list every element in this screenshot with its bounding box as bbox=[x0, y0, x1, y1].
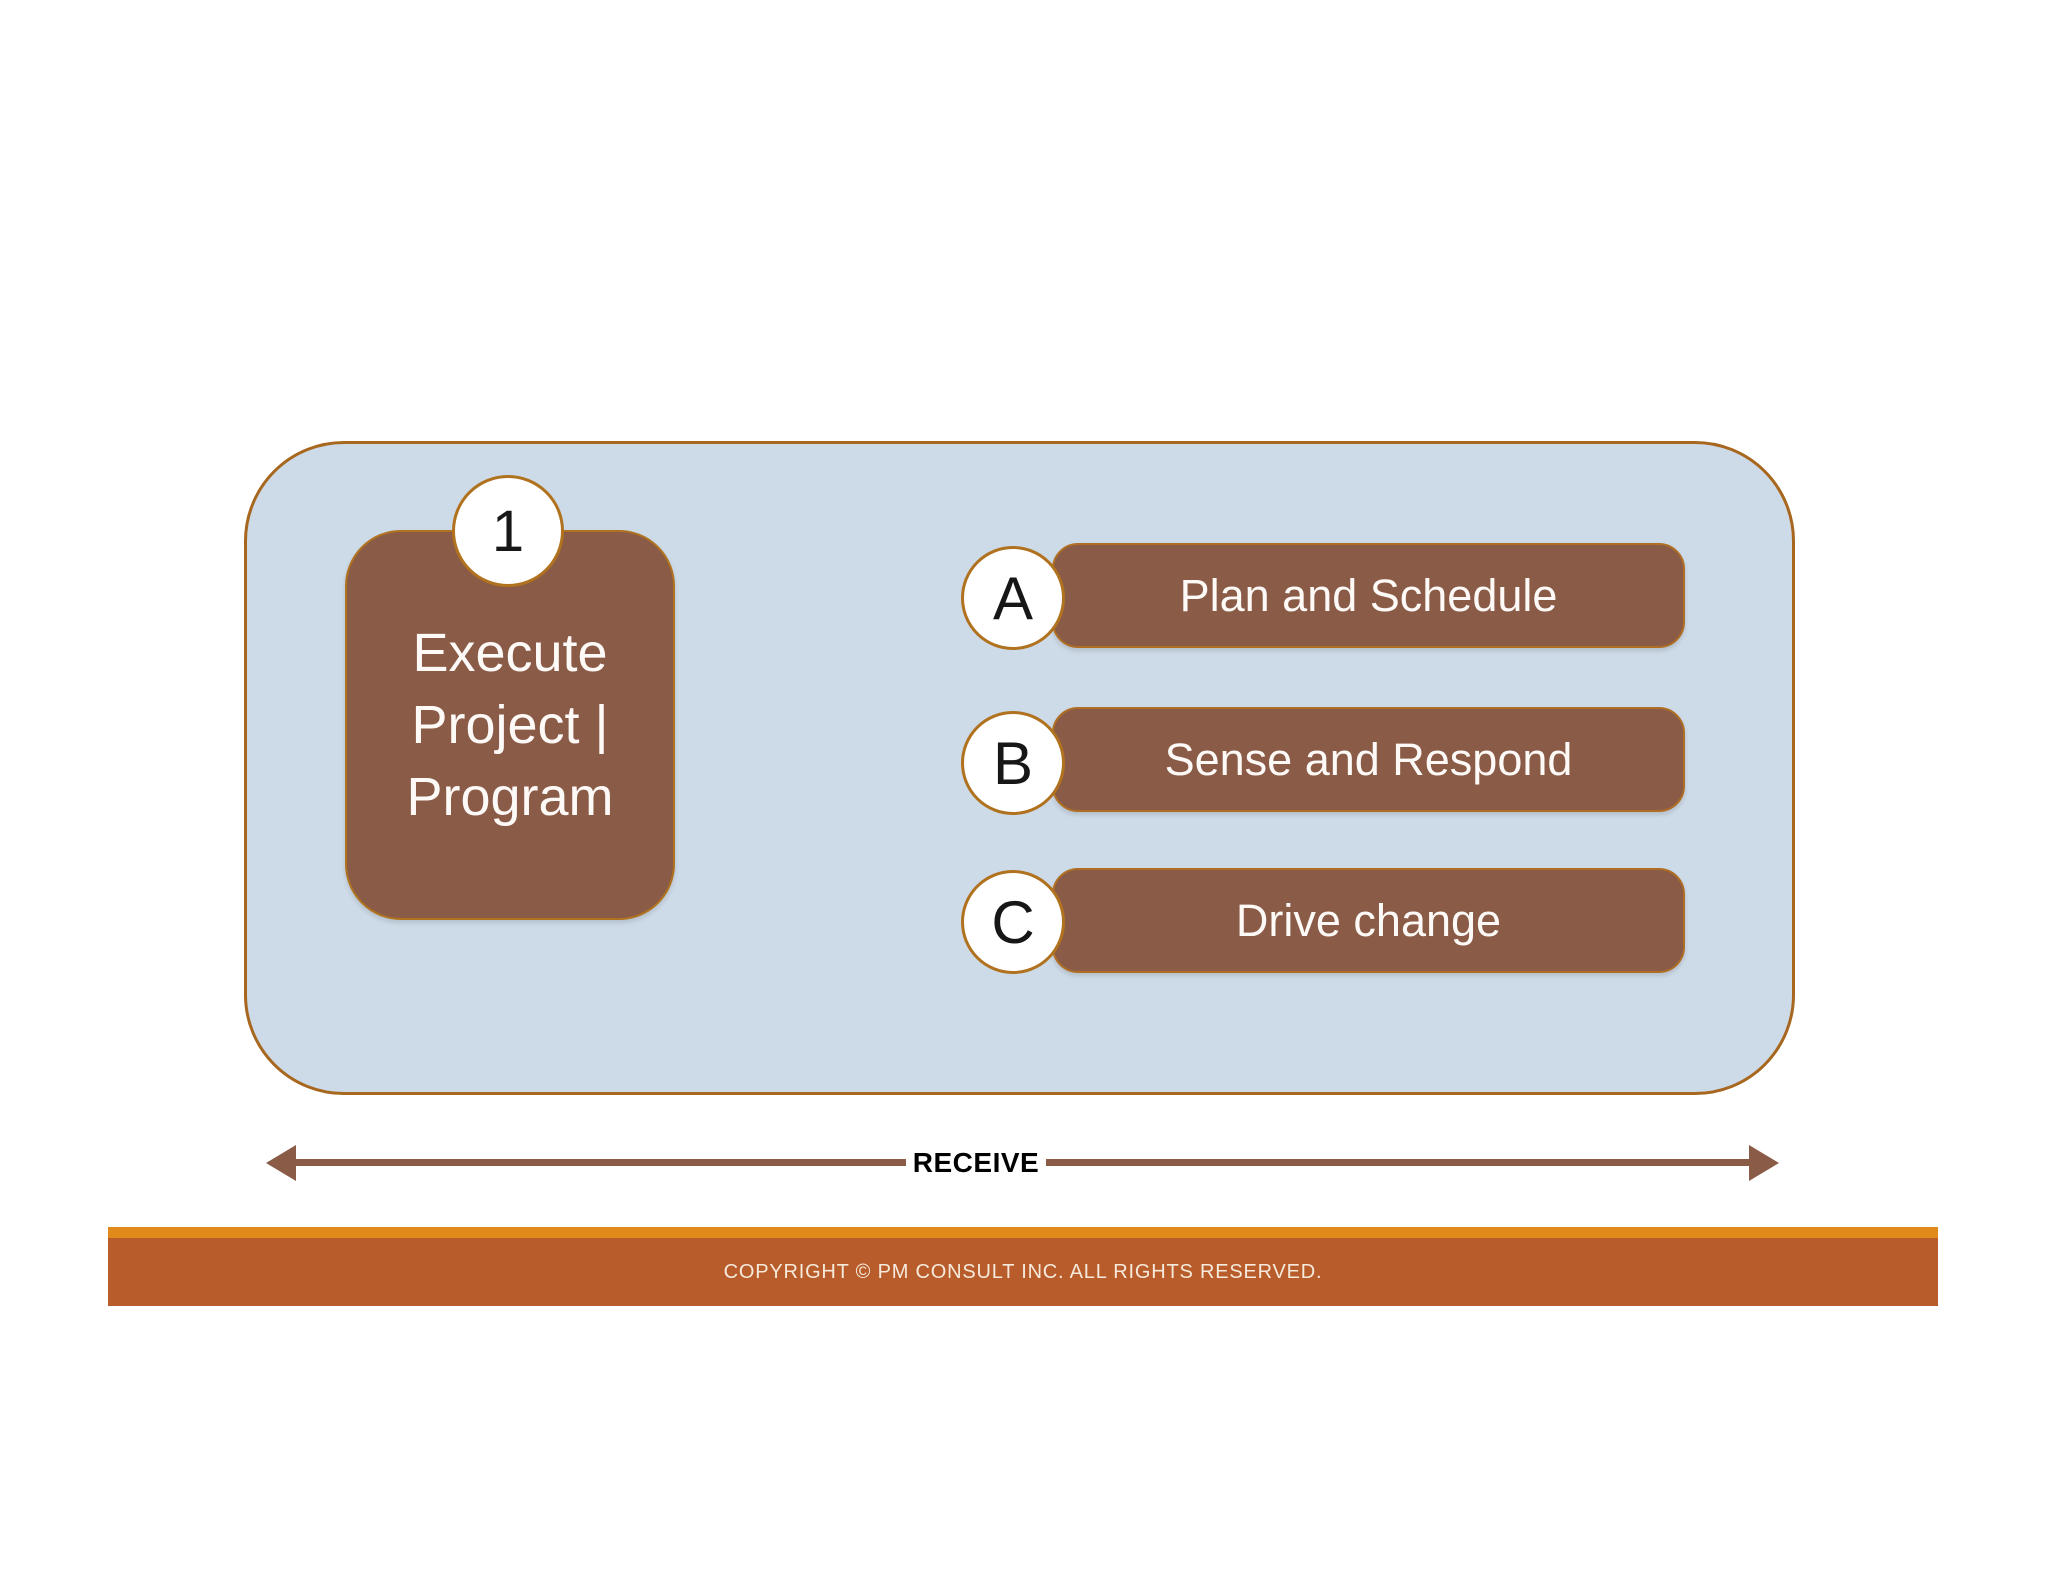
footer-accent-stripe bbox=[108, 1227, 1938, 1238]
step-letter: C bbox=[991, 888, 1035, 956]
step-letter: B bbox=[992, 729, 1034, 797]
process-step-bar-plan-and-schedule: Plan and Schedule bbox=[1052, 543, 1685, 648]
process-step-label: Drive change bbox=[1235, 894, 1502, 946]
step-number: 1 bbox=[491, 498, 525, 564]
step-letter-badge-b: B bbox=[961, 711, 1065, 815]
step-letter-badge-c: C bbox=[961, 870, 1065, 974]
step-number-badge: 1 bbox=[452, 475, 564, 587]
copyright-text: COPYRIGHT © PM CONSULT INC. ALL RIGHTS R… bbox=[723, 1260, 1323, 1283]
process-step-label: Plan and Schedule bbox=[1179, 569, 1558, 621]
arrow-left-icon bbox=[266, 1145, 296, 1181]
receive-arrow-line-right bbox=[1046, 1159, 1749, 1166]
step-card-execute: Execute Project | Program bbox=[345, 530, 675, 920]
arrow-right-icon bbox=[1749, 1145, 1779, 1181]
process-step-bar-sense-and-respond: Sense and Respond bbox=[1052, 707, 1685, 812]
step-letter-badge-a: A bbox=[961, 546, 1065, 650]
step-letter: A bbox=[992, 564, 1034, 632]
footer-bar: COPYRIGHT © PM CONSULT INC. ALL RIGHTS R… bbox=[108, 1238, 1938, 1306]
process-step-label: Sense and Respond bbox=[1164, 733, 1573, 785]
receive-arrow-line-left bbox=[292, 1159, 906, 1166]
receive-label: RECEIVE bbox=[912, 1147, 1040, 1178]
process-step-bar-drive-change: Drive change bbox=[1052, 868, 1685, 973]
step-card-label: Execute Project | Program bbox=[406, 623, 614, 827]
